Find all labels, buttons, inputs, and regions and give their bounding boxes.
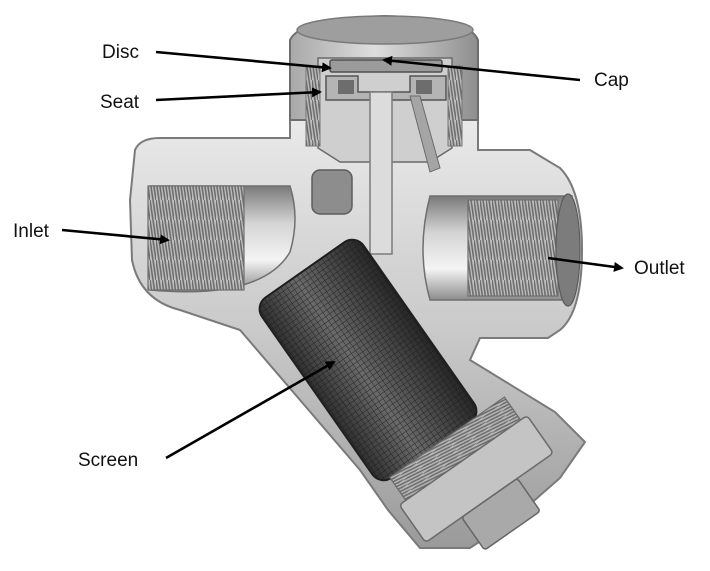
label-inlet: Inlet (13, 221, 50, 242)
seat-pocket-left (338, 80, 354, 94)
label-screen: Screen (78, 450, 138, 471)
disc-arrow (155, 50, 332, 73)
label-cap: Cap (594, 70, 629, 91)
label-seat: Seat (100, 92, 140, 113)
leader-arrows (61, 50, 624, 460)
outlet-rim (555, 193, 581, 307)
cap-top-dome (296, 15, 474, 45)
screen-arrow (165, 360, 336, 460)
inlet-thread (147, 185, 245, 291)
cap-arrow (382, 55, 581, 82)
outlet-arrow (547, 256, 624, 272)
cap-thread-left (305, 65, 321, 147)
outlet-passage (409, 95, 441, 173)
inlet-arrow (61, 228, 170, 245)
outlet-thread (467, 199, 559, 297)
label-disc: Disc (102, 42, 139, 63)
label-outlet: Outlet (634, 258, 685, 279)
strainer-plug (388, 396, 553, 550)
seat-pocket-right (416, 80, 432, 94)
body-pocket (311, 169, 353, 215)
seat-arrow (155, 87, 322, 102)
disc (329, 59, 443, 73)
inlet-channel (369, 91, 393, 255)
cap-thread-right (447, 65, 463, 147)
